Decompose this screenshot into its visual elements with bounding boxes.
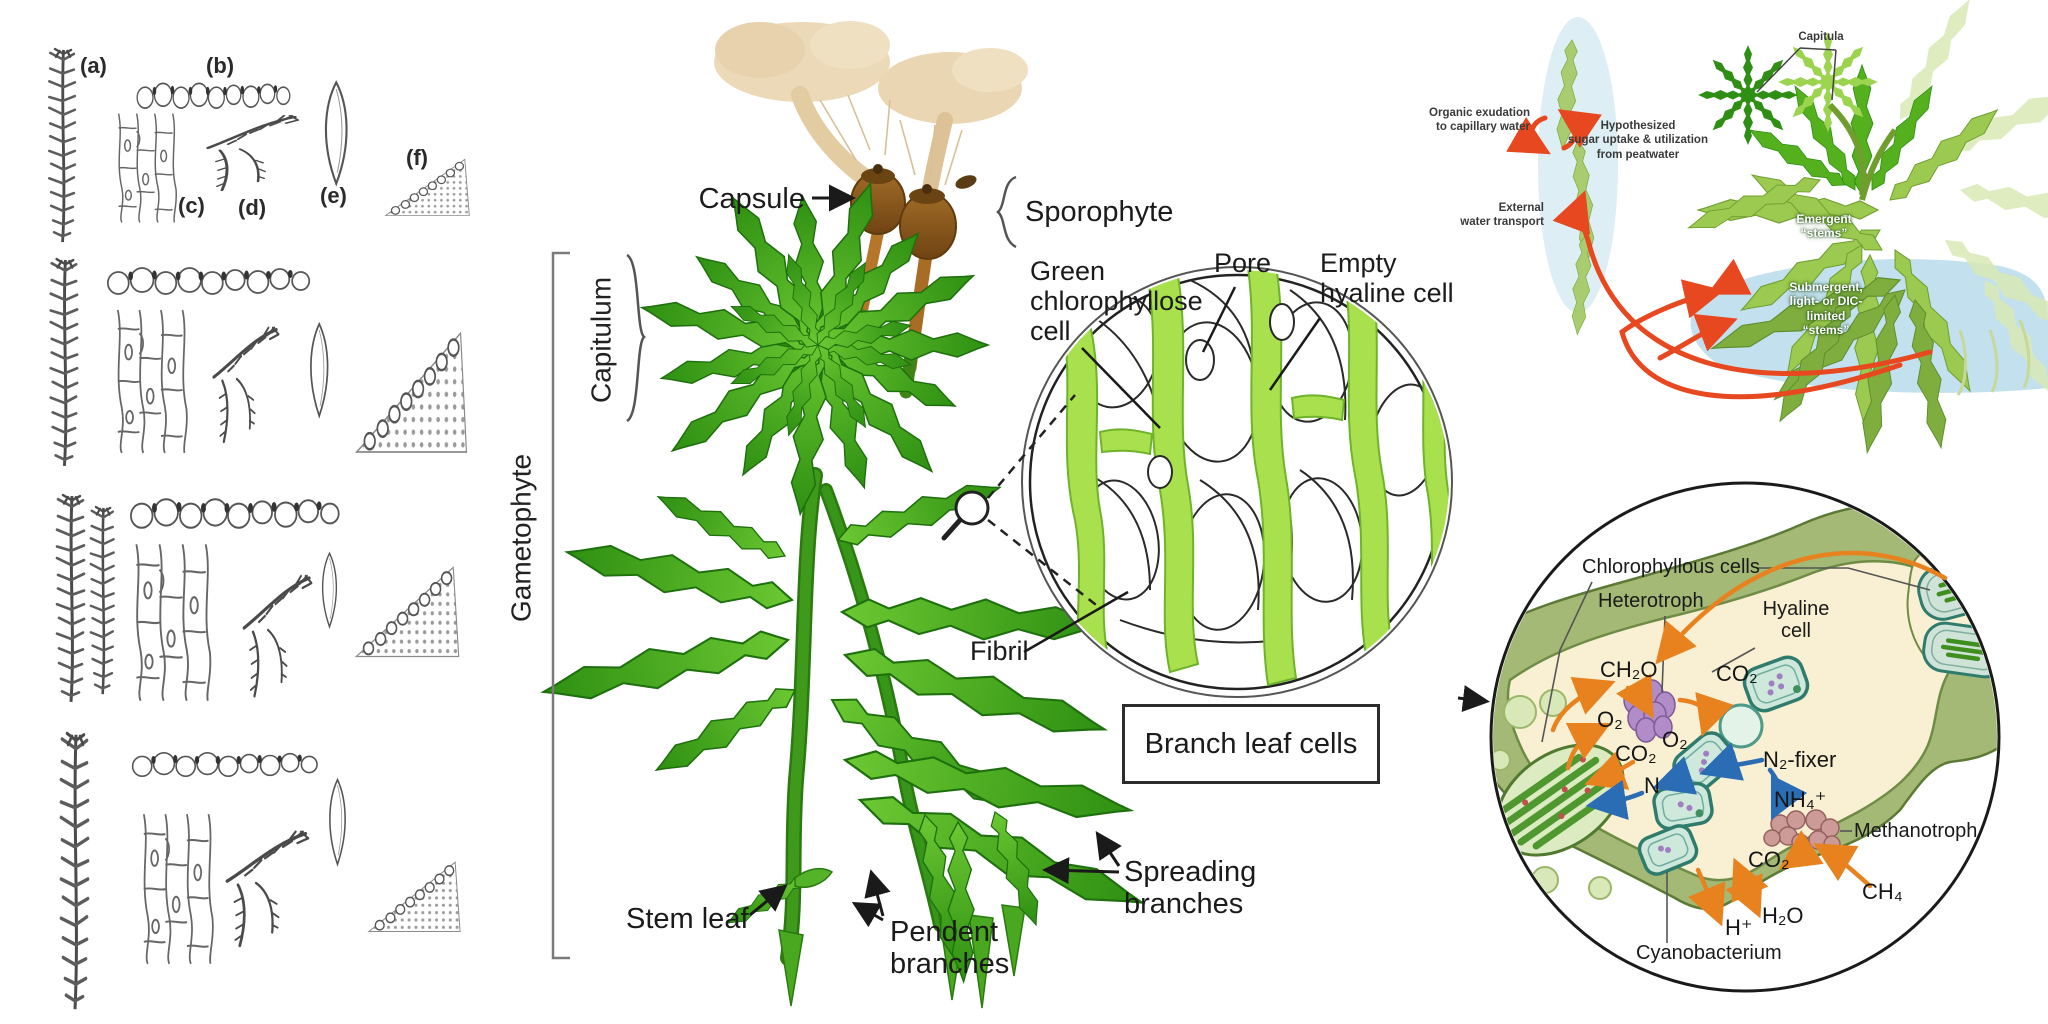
chlorophyllose-bands	[1060, 270, 1449, 687]
h2o-label: H₂O	[1762, 903, 1804, 928]
gametophyte-label: Gametophyte	[505, 453, 537, 622]
submergent-stems-label: Submergent, light- or DIC-limited “stems…	[1789, 280, 1863, 338]
empty-hyaline-cell-label: Empty hyaline cell	[1320, 248, 1454, 309]
branch-leaf-cells-inset	[941, 266, 1453, 698]
co2-top-label: CO₂	[1716, 661, 1758, 686]
water-transport-art	[1506, 0, 2048, 456]
chlorophyllous-cells-label: Chlorophyllous cells	[1582, 556, 1760, 578]
capitulum-graphic	[637, 177, 989, 517]
transport-arrows	[1506, 109, 1933, 400]
ch4-label: CH₄	[1862, 879, 1903, 904]
o2-left-label: O₂	[1597, 707, 1623, 732]
branch-leaf-cells-label: Branch leaf cells	[1122, 704, 1380, 784]
o2-mid-label: O₂	[1662, 727, 1688, 752]
zoom-connector-lines	[987, 394, 1101, 609]
specimen-label-d: (d)	[238, 195, 267, 220]
pores	[1147, 303, 1295, 489]
ch2o-label: CH₂O	[1600, 657, 1658, 682]
specimen-label-e: (e)	[320, 183, 347, 208]
nitrogen-arrows	[1585, 742, 1808, 821]
capitulum-label: Capitulum	[585, 276, 617, 403]
pore-label: Pore	[1214, 248, 1272, 278]
specimen-label-a: (a)	[80, 53, 107, 78]
n2-fixer-label: N₂-fixer	[1763, 747, 1837, 772]
spreading-branches-label: Spreading branches	[1124, 856, 1257, 921]
heterotroph-label: Heterotroph	[1598, 590, 1704, 612]
pendent-branches-label: Pendent branches	[890, 916, 1010, 981]
specimen-sketch-panel	[47, 47, 470, 1009]
sugar-uptake-label: Hypothesized sugar uptake & utilization …	[1568, 120, 1708, 161]
specimen-label-f: (f)	[406, 145, 428, 170]
organic-exudation-label: Organic exudation to capillary water	[1429, 107, 1530, 134]
specimen-label-c: (c)	[178, 193, 205, 218]
sphagnum-annotations	[551, 175, 1322, 960]
microbiome-art	[1457, 481, 2001, 993]
magnifier-icon	[941, 490, 990, 541]
fibril-label: Fibril	[970, 636, 1029, 666]
n-label: N	[1644, 773, 1660, 798]
cyanobacterium-label: Cyanobacterium	[1636, 942, 1782, 964]
sphagnum-plant-art	[538, 21, 1151, 1009]
nh4-label: NH₄⁺	[1774, 787, 1827, 812]
inset-pointer-arrow	[1457, 685, 1490, 713]
capsule-label: Capsule	[698, 183, 805, 215]
stem-leaf-label: Stem leaf	[626, 903, 749, 935]
capitula-leader-lines	[1756, 47, 1837, 101]
co2-bottom-label: CO₂	[1748, 847, 1790, 872]
h-plus-label: H⁺	[1725, 915, 1753, 940]
sporophyte-label: Sporophyte	[1025, 196, 1174, 228]
co2-left-label: CO₂	[1615, 741, 1657, 766]
capitula-label: Capitula	[1798, 31, 1844, 43]
methanotroph-label: Methanotroph	[1854, 820, 1978, 842]
green-chlorophyllose-cell-label: Green chlorophyllose cell	[1030, 256, 1203, 347]
emergent-stems-label: Emergent “stems”	[1796, 212, 1852, 241]
external-water-label: External water transport	[1460, 202, 1544, 229]
specimen-label-b: (b)	[206, 53, 235, 78]
stem-leaf-graphic	[794, 867, 834, 888]
main-stem	[782, 469, 821, 964]
hyaline-cell-label: Hyaline cell	[1762, 598, 1830, 643]
carbon-arrows	[1550, 550, 1948, 927]
